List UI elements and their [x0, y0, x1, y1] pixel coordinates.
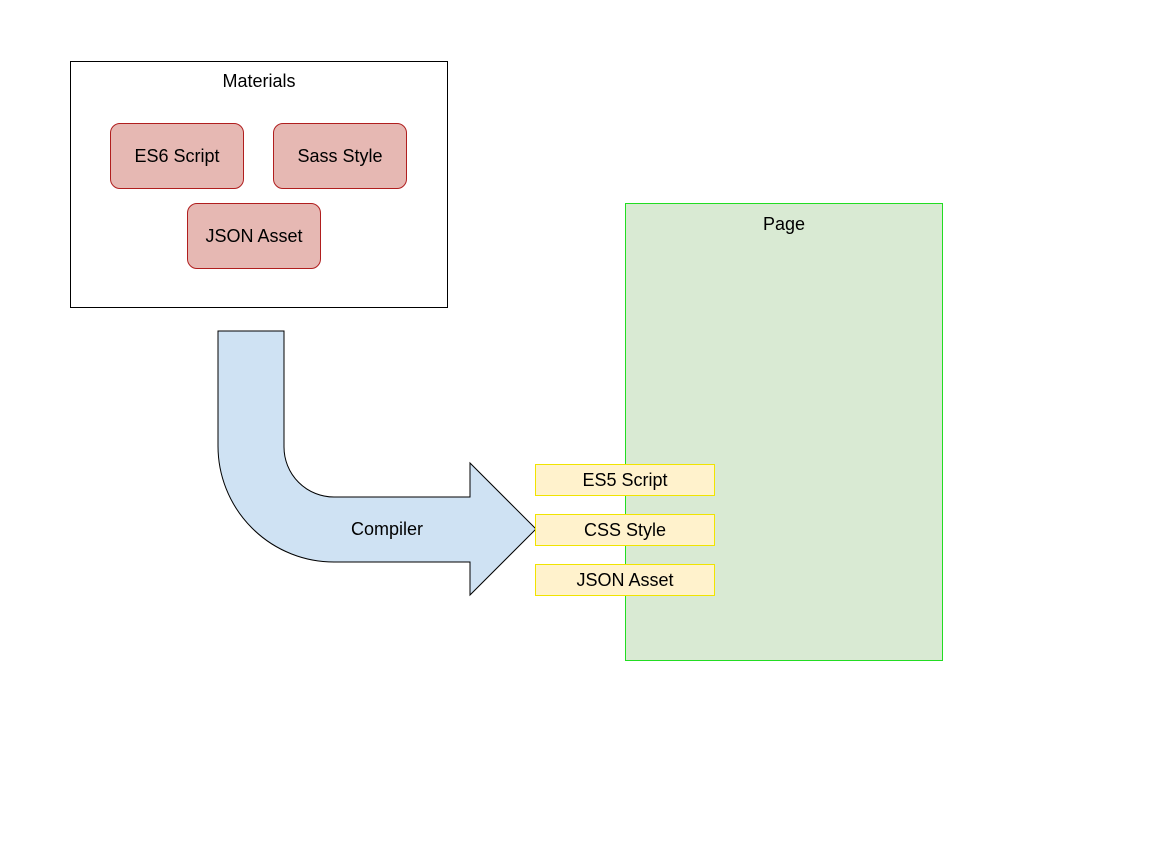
source-sass-style-label: Sass Style	[297, 145, 383, 166]
compiler-arrow-shape	[217, 330, 537, 597]
output-css-style: CSS Style	[535, 514, 715, 546]
output-json-asset-label: JSON Asset	[576, 569, 674, 590]
source-es6-script: ES6 Script	[110, 123, 244, 189]
compiler-label: Compiler	[350, 519, 424, 539]
output-json-asset: JSON Asset	[535, 564, 715, 596]
page-title: Page	[762, 214, 806, 234]
output-es5-script: ES5 Script	[535, 464, 715, 496]
source-es6-script-label: ES6 Script	[134, 145, 220, 166]
source-json-asset-label: JSON Asset	[205, 225, 303, 246]
output-css-style-label: CSS Style	[583, 519, 667, 540]
source-sass-style: Sass Style	[273, 123, 407, 189]
source-json-asset: JSON Asset	[187, 203, 321, 269]
materials-title: Materials	[222, 71, 296, 91]
output-es5-script-label: ES5 Script	[582, 469, 668, 490]
